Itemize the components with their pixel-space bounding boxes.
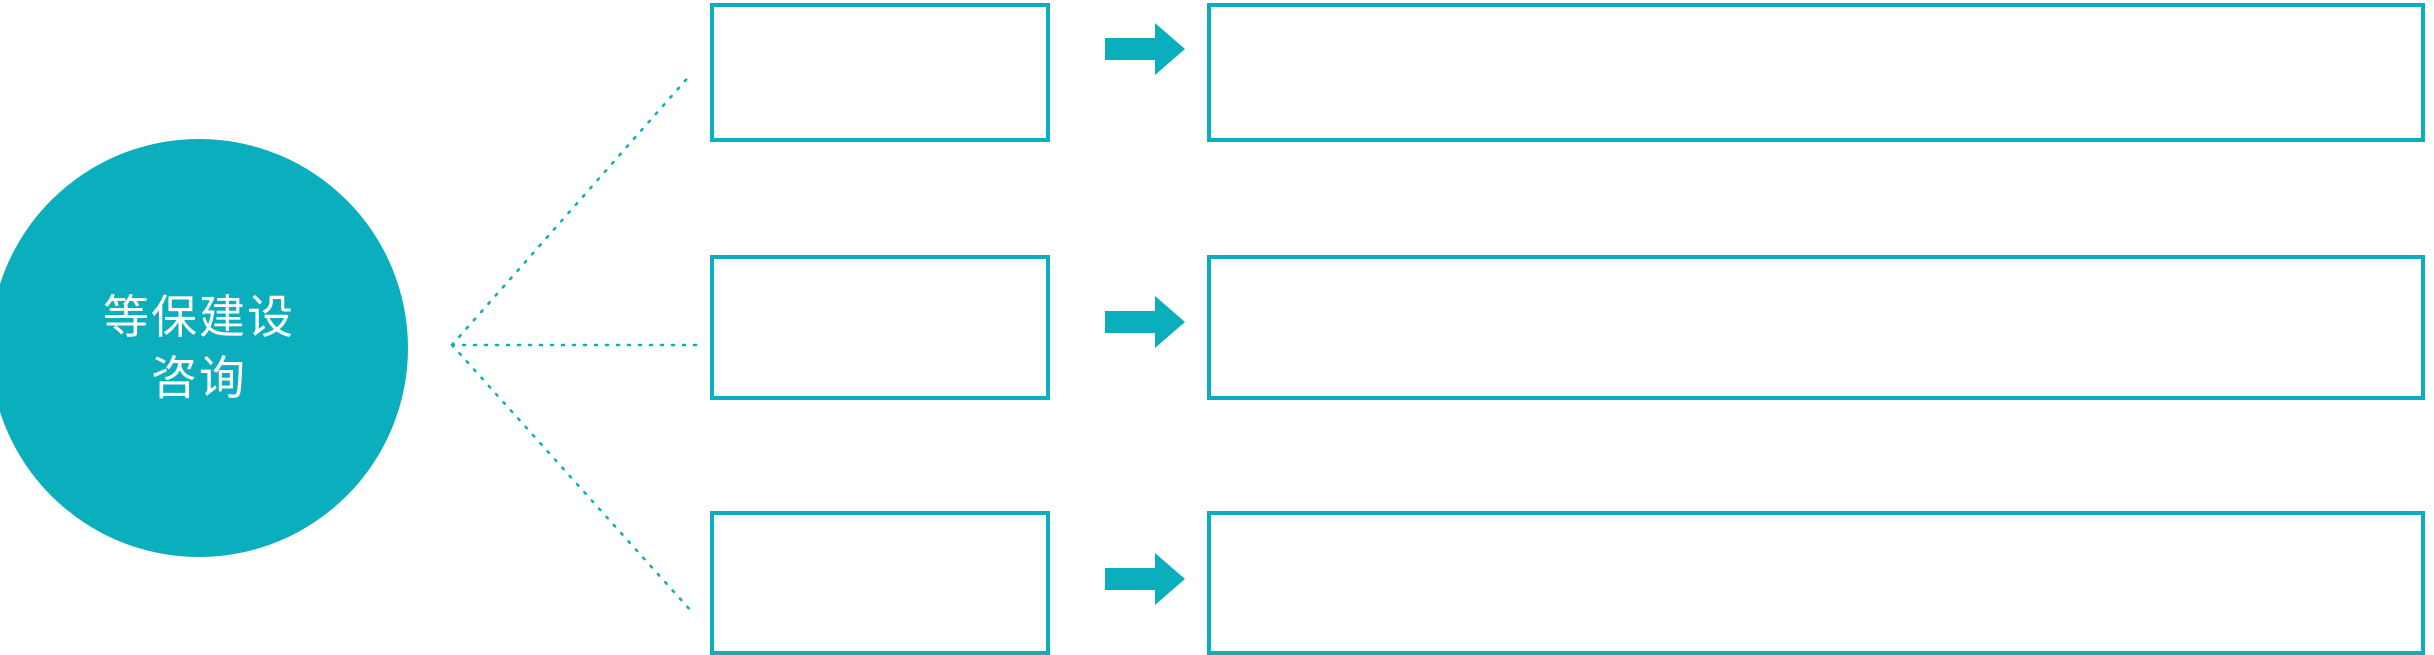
stage-box-row-1[interactable] xyxy=(710,3,1050,142)
hub-label-line-2: 咨询 xyxy=(151,352,247,404)
right-arrow-icon xyxy=(1105,23,1185,75)
right-arrow-icon xyxy=(1105,553,1185,605)
right-arrow-icon xyxy=(1105,296,1185,348)
connector-line-row-3 xyxy=(450,343,694,614)
stage-box-row-3[interactable] xyxy=(710,511,1050,655)
stage-box-row-2[interactable] xyxy=(710,255,1050,400)
detail-box-row-3[interactable] xyxy=(1207,511,2425,655)
hub-label-line-1: 等保建设 xyxy=(103,291,295,344)
detail-box-row-1[interactable] xyxy=(1207,3,2425,142)
hub-circle[interactable]: 等保建设 咨询 xyxy=(0,139,408,557)
detail-box-row-2[interactable] xyxy=(1207,255,2425,400)
connector-line-row-1 xyxy=(450,71,694,347)
